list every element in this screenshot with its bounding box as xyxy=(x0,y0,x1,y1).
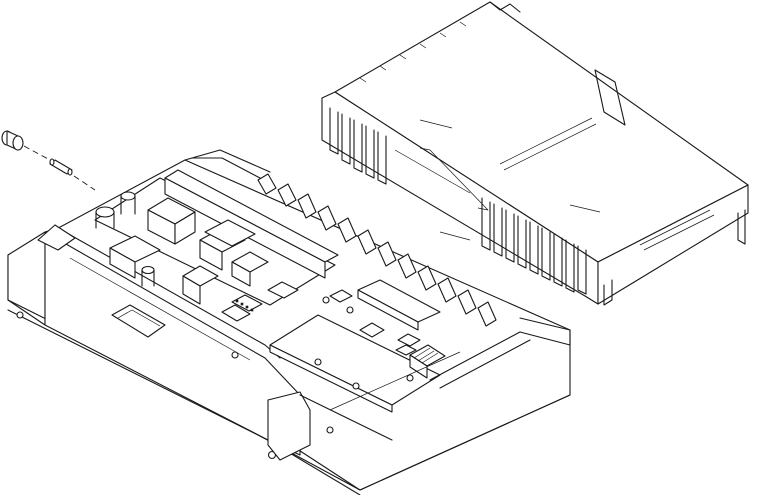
fuse-cap xyxy=(1,130,24,151)
sub-pcb xyxy=(269,279,446,413)
fuse-leader-line xyxy=(23,145,51,161)
cover-fins-right xyxy=(481,197,746,306)
cover-fins-left xyxy=(329,107,387,185)
front-panel xyxy=(16,224,334,461)
pcb-components xyxy=(95,191,354,359)
fuse xyxy=(49,158,73,176)
fuse-leader-line-2 xyxy=(73,175,96,191)
top-cover xyxy=(321,1,749,305)
base-rails xyxy=(299,331,531,441)
